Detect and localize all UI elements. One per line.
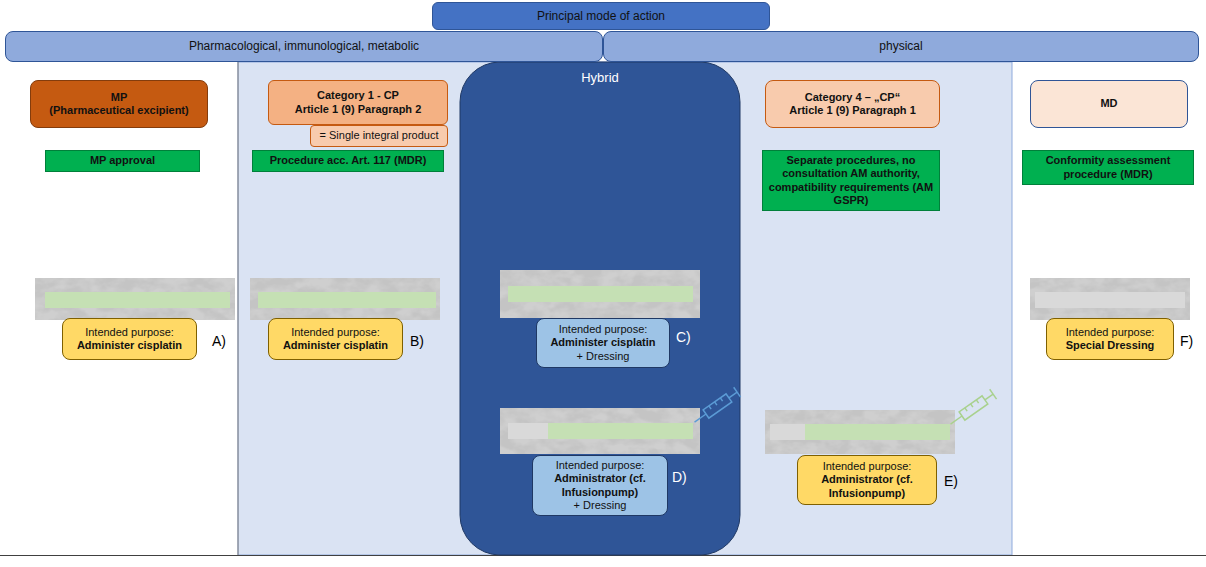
hybrid-region: HybridIntended purpose:Administer cispla…	[460, 62, 740, 555]
box-heading: Procedure acc. Art. 117 (MDR)	[270, 154, 427, 167]
box-heading: Conformity assessment procedure (MDR)	[1028, 154, 1188, 180]
procedure-box: Conformity assessment procedure (MDR)	[1022, 150, 1194, 185]
purpose-box: Intended purpose:Administrator (cf. Infu…	[797, 455, 937, 505]
panel-letter: F)	[1180, 334, 1193, 349]
box-heading: Intended purpose:	[1066, 326, 1155, 339]
box-heading: MD	[1100, 97, 1117, 110]
box-heading: = Single integral product	[320, 129, 439, 142]
class-box: MP(Pharmaceutical excipient)	[30, 80, 208, 128]
procedure-box: Separate procedures, no consultation AM …	[762, 150, 940, 211]
purpose-box: Intended purpose:Administer cisplatin	[62, 318, 197, 360]
box-text: Article 1 (9) Paragraph 2	[295, 103, 422, 116]
box-heading: Intended purpose:	[85, 326, 174, 339]
purpose-box: Intended purpose:Administrator (cf. Infu…	[532, 455, 668, 516]
box-heading: MP	[111, 91, 128, 104]
hybrid-shape	[460, 62, 740, 555]
box-heading: Pharmacological, immunological, metaboli…	[189, 39, 419, 53]
hybrid-region-panel	[238, 62, 1012, 555]
note-box: = Single integral product	[310, 125, 448, 147]
scaffold-image-f	[1030, 278, 1190, 320]
scaffold-image-c	[500, 270, 700, 318]
box-heading: Intended purpose:	[823, 460, 912, 473]
box-text: Administer cisplatin	[550, 336, 655, 349]
box-heading: Intended purpose:	[556, 459, 645, 472]
box-text: Special Dressing	[1066, 339, 1155, 352]
box-heading: MP approval	[90, 154, 155, 167]
purpose-box: Intended purpose:Administer cisplatin+ D…	[536, 318, 670, 368]
procedure-box: Procedure acc. Art. 117 (MDR)	[252, 150, 444, 172]
panel-letter: D)	[672, 470, 687, 485]
box-text: + Dressing	[574, 499, 627, 512]
box-text: Administrator (cf. Infusionpump)	[803, 473, 931, 499]
mode-header: Principal mode of action	[432, 2, 770, 30]
box-text: Administer cisplatin	[77, 339, 182, 352]
scaffold-image-d	[500, 408, 700, 454]
panel-letter: B)	[410, 334, 424, 349]
category-bar: physical	[603, 31, 1199, 62]
box-heading: Separate procedures, no consultation AM …	[768, 154, 934, 207]
box-heading: Intended purpose:	[291, 326, 380, 339]
syringe-icon	[691, 387, 740, 427]
box-heading: Category 4 – „CP“	[805, 91, 900, 104]
box-text: + Dressing	[577, 350, 630, 363]
box-heading: Hybrid	[581, 70, 619, 86]
box-text: (Pharmaceutical excipient)	[49, 104, 188, 117]
procedure-box: MP approval	[45, 150, 200, 172]
syringe-icon	[947, 389, 996, 429]
scaffold-image-e	[765, 410, 955, 454]
box-heading: Principal mode of action	[537, 9, 665, 23]
box-text: Administrator (cf. Infusionpump)	[538, 472, 662, 498]
panel-letter: A)	[212, 334, 226, 349]
panel-letter: C)	[676, 330, 691, 345]
box-heading: physical	[879, 39, 922, 53]
box-text: Administer cisplatin	[283, 339, 388, 352]
class-box: Category 1 - CPArticle 1 (9) Paragraph 2	[268, 80, 448, 125]
box-text: Article 1 (9) Paragraph 1	[789, 104, 916, 117]
box-heading: Intended purpose:	[559, 323, 648, 336]
purpose-box: Intended purpose:Administer cisplatin	[268, 318, 403, 360]
scaffold-image-a	[35, 278, 235, 320]
panel-letter: E)	[944, 474, 958, 489]
class-box: MD	[1030, 80, 1188, 128]
scaffold-image-b	[250, 278, 440, 320]
purpose-box: Intended purpose:Special Dressing	[1046, 318, 1174, 360]
class-box: Category 4 – „CP“Article 1 (9) Paragraph…	[765, 80, 940, 128]
category-bar: Pharmacological, immunological, metaboli…	[5, 31, 603, 62]
column-divider	[238, 62, 239, 555]
box-heading: Category 1 - CP	[317, 89, 399, 102]
